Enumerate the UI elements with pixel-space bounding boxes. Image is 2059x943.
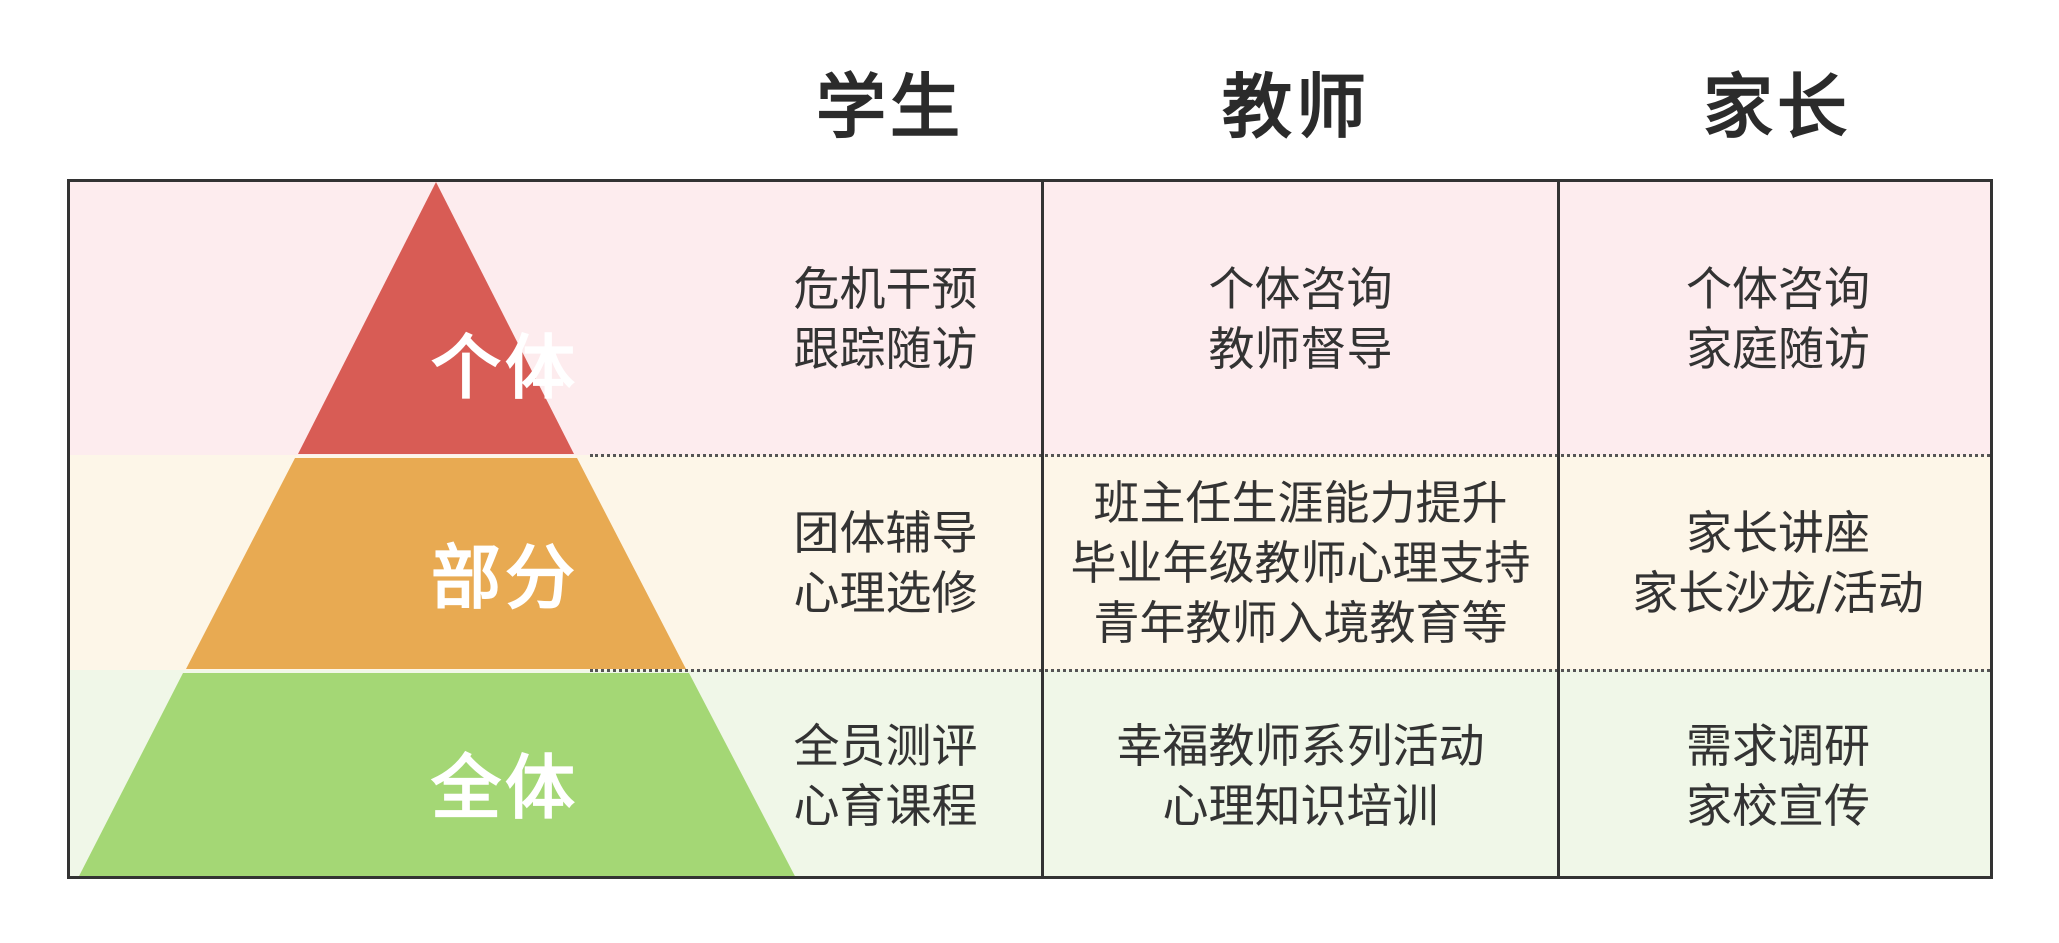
- tier-label-part: 部分: [431, 536, 579, 619]
- cell-line: 跟踪随访: [793, 321, 978, 376]
- cell-line: 幸福教师系列活动: [1116, 719, 1485, 773]
- column-header-student: 学生: [816, 65, 964, 148]
- cell-line: 家长沙龙/活动: [1632, 565, 1924, 620]
- cell-line: 心理知识培训: [1162, 779, 1439, 833]
- cell-line: 团体辅导: [793, 505, 978, 560]
- cell-line: 家校宣传: [1686, 779, 1870, 833]
- cell-line: 危机干预: [793, 261, 978, 316]
- pyramid-tier-all: [79, 673, 795, 876]
- column-header-teacher: 教师: [1222, 65, 1370, 148]
- cell-part-parent: 家长讲座 家长沙龙/活动: [1560, 455, 1990, 670]
- cell-line: 毕业年级教师心理支持: [1070, 535, 1531, 590]
- cell-line: 家长讲座: [1686, 505, 1870, 560]
- cell-part-student: 团体辅导 心理选修: [730, 455, 1041, 670]
- divider-dotted-1: [590, 454, 1990, 457]
- cell-individual-parent: 个体咨询 家庭随访: [1560, 182, 1990, 455]
- column-divider-1: [1041, 182, 1044, 876]
- pyramid: [79, 182, 795, 876]
- divider-dotted-2: [590, 669, 1990, 672]
- cell-all-student: 全员测评 心育课程: [730, 670, 1041, 876]
- cell-all-teacher: 幸福教师系列活动 心理知识培训: [1044, 670, 1557, 876]
- cell-line: 需求调研: [1686, 719, 1870, 773]
- column-divider-2: [1557, 182, 1560, 876]
- cell-part-teacher: 班主任生涯能力提升 毕业年级教师心理支持 青年教师入境教育等: [1044, 455, 1557, 670]
- cell-line: 教师督导: [1208, 321, 1393, 376]
- tier-label-all: 全体: [431, 746, 579, 829]
- cell-all-parent: 需求调研 家校宣传: [1560, 670, 1990, 876]
- tier-table: 个体 部分 全体 危机干预 跟踪随访 个体咨询 教师督导 个体咨询 家庭随访 团…: [67, 179, 1993, 879]
- cell-line: 个体咨询: [1208, 261, 1393, 316]
- column-header-parent: 家长: [1703, 65, 1851, 148]
- cell-line: 心理选修: [793, 565, 978, 620]
- cell-line: 心育课程: [793, 779, 978, 833]
- cell-line: 个体咨询: [1686, 261, 1870, 316]
- cell-individual-student: 危机干预 跟踪随访: [730, 182, 1041, 455]
- pyramid-tier-part: [186, 458, 686, 669]
- cell-individual-teacher: 个体咨询 教师督导: [1044, 182, 1557, 455]
- cell-line: 青年教师入境教育等: [1093, 595, 1508, 650]
- tier-label-individual: 个体: [431, 326, 579, 409]
- cell-line: 全员测评: [793, 719, 978, 773]
- cell-line: 班主任生涯能力提升: [1093, 475, 1508, 530]
- cell-line: 家庭随访: [1686, 321, 1870, 376]
- pyramid-tier-individual: [298, 182, 574, 454]
